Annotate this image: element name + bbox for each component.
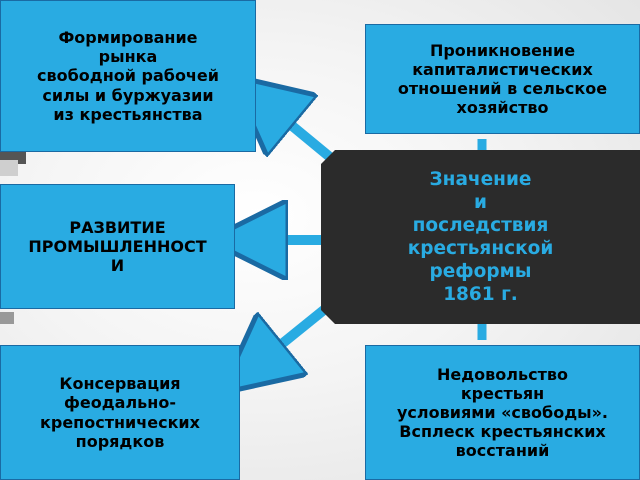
box-bottom-left: Консервация феодально- крепостнических п… xyxy=(0,345,240,480)
center-topic-box: Значение и последствия крестьянской рефо… xyxy=(321,150,640,324)
box-bottom-left-text: Консервация феодально- крепостнических п… xyxy=(40,374,200,451)
decor-stripe-dark-2 xyxy=(0,312,14,324)
box-top-right-text: Проникновение капиталистических отношени… xyxy=(397,40,608,118)
box-top-right: Проникновение капиталистических отношени… xyxy=(365,24,640,134)
decor-stripe-light xyxy=(0,160,18,176)
center-topic-text: Значение и последствия крестьянской рефо… xyxy=(407,168,554,306)
box-middle-left: РАЗВИТИЕ ПРОМЫШЛЕННОСТ И xyxy=(0,184,235,309)
box-bottom-right: Недовольство крестьян условиями «свободы… xyxy=(365,345,640,480)
box-top-left-text: Формирование рынка свободной рабочей сил… xyxy=(37,28,219,124)
box-bottom-right-text: Недовольство крестьян условиями «свободы… xyxy=(397,364,608,461)
box-middle-left-text: РАЗВИТИЕ ПРОМЫШЛЕННОСТ И xyxy=(28,217,207,276)
box-top-left: Формирование рынка свободной рабочей сил… xyxy=(0,0,256,152)
arrow-to-bottom-left xyxy=(252,301,334,368)
